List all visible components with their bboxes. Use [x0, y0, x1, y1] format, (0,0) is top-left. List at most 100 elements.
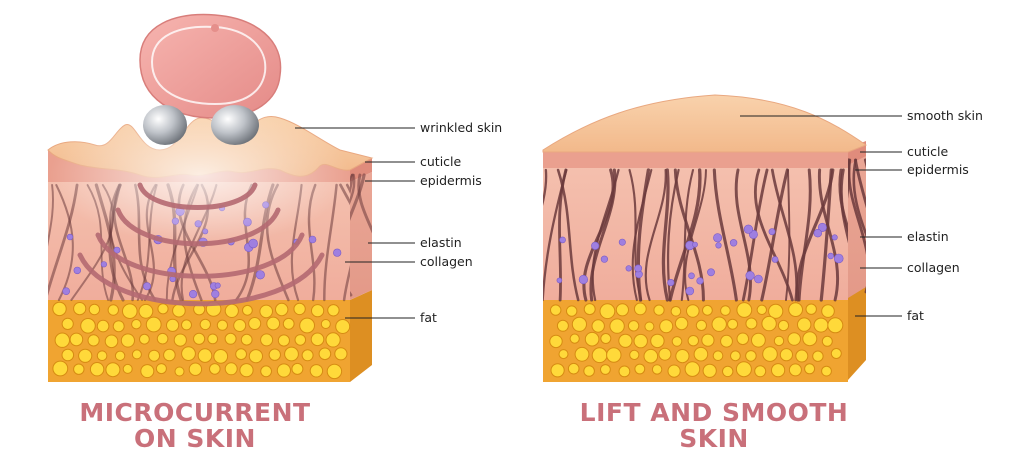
fat-globule: [736, 302, 753, 318]
elastin-dot: [715, 242, 722, 249]
collagen-fiber: [644, 168, 667, 302]
fat-globule: [727, 318, 739, 330]
label-cuticle-left: cuticle: [420, 154, 462, 169]
elastin-dot: [559, 236, 566, 244]
fat-globule: [213, 349, 229, 364]
elastin-dot: [214, 282, 221, 289]
fat-globule: [311, 304, 325, 318]
fat-globule: [643, 348, 659, 364]
left-title-line1: MICROCURRENT: [79, 398, 310, 427]
fat-globule: [768, 303, 784, 319]
fat-globule: [216, 319, 228, 331]
fat-globule: [69, 332, 84, 347]
fat-globule: [145, 316, 162, 333]
fat-globule: [695, 319, 708, 331]
elastin-dot: [578, 274, 589, 285]
fat-globule: [574, 346, 590, 362]
elastin-dot: [625, 265, 632, 272]
fat-globule: [633, 302, 647, 316]
elastin-dot: [211, 289, 220, 299]
right-title-line1: LIFT AND SMOOTH: [580, 398, 849, 427]
collagen-fiber: [636, 168, 651, 302]
fat-globule: [687, 335, 699, 347]
fat-globule: [556, 319, 569, 332]
fat-globule: [87, 334, 100, 347]
microcurrent-wave-arcs: [77, 182, 325, 307]
fat-globule: [670, 306, 682, 317]
elastin-dot: [62, 287, 70, 296]
collagen-fiber: [838, 168, 848, 233]
collagen-fiber: [819, 168, 833, 302]
fat-globule: [80, 318, 96, 334]
fat-globule: [139, 333, 150, 345]
collagen-fiber: [543, 168, 548, 206]
elastin-dot: [692, 241, 698, 248]
fat-globule: [745, 350, 757, 362]
elastin-dot: [600, 255, 609, 263]
fat-globule: [233, 319, 247, 332]
fat-globule: [730, 350, 741, 362]
left-fat-side: [350, 290, 372, 382]
fat-globule: [634, 363, 646, 375]
fat-globule: [777, 319, 790, 332]
fat-globule: [293, 302, 306, 316]
fat-globule: [702, 304, 713, 316]
fat-globule: [720, 305, 731, 316]
fat-globule: [325, 332, 341, 348]
fat-globule: [73, 363, 85, 375]
elastin-dot: [685, 286, 695, 296]
fat-globule: [131, 319, 142, 330]
collagen-fiber: [839, 168, 848, 244]
label-collagen-left: collagen: [420, 254, 473, 269]
label-fat-right: fat: [907, 308, 924, 323]
label-collagen-right: collagen: [907, 260, 960, 275]
fat-globule: [260, 365, 273, 378]
fat-globule: [299, 317, 316, 334]
elastin-dot: [833, 253, 844, 264]
fat-globule: [140, 364, 155, 379]
fat-globule: [702, 363, 717, 378]
fat-globule: [762, 346, 778, 362]
fat-globule: [114, 350, 126, 361]
elastin-dot: [556, 277, 563, 284]
collagen-fiber: [797, 168, 812, 302]
fat-globule: [583, 303, 596, 316]
fat-globule: [122, 363, 133, 374]
fat-globule: [181, 346, 196, 362]
fat-globule: [276, 363, 291, 378]
microcurrent-glow: [50, 105, 350, 245]
fat-globule: [671, 336, 683, 347]
fat-globule: [821, 304, 835, 318]
fat-globule: [720, 334, 733, 348]
elastin-dot: [745, 271, 755, 281]
fat-globule: [797, 317, 812, 332]
right-labels: smooth skin cuticle epidermis elastin co…: [740, 108, 983, 323]
fat-globule: [310, 332, 325, 347]
elastin-dot: [333, 248, 342, 257]
fat-globule: [166, 318, 180, 332]
fat-globule: [653, 304, 665, 316]
fat-globule: [618, 333, 633, 348]
fat-globule: [751, 332, 766, 348]
elastin-dot: [667, 279, 675, 287]
fat-globule: [788, 363, 802, 377]
fat-globule: [701, 333, 715, 347]
right-epidermis-band: [543, 150, 848, 168]
elastin-dot: [713, 233, 723, 243]
fat-globule: [591, 347, 608, 364]
fat-globule: [320, 319, 331, 329]
fat-globule: [259, 304, 274, 319]
collagen-fiber: [558, 168, 568, 302]
fat-globule: [550, 363, 565, 378]
fat-globule: [571, 316, 588, 332]
fat-globule: [96, 350, 108, 362]
collagen-fiber: [853, 158, 866, 294]
fat-globule: [606, 347, 622, 363]
fat-globule: [712, 350, 724, 362]
fat-globule: [148, 349, 161, 362]
fat-globule: [242, 304, 253, 316]
fat-globule: [802, 331, 818, 347]
fat-globule: [188, 362, 203, 376]
fat-globule: [294, 334, 307, 346]
elastin-dot: [831, 234, 838, 241]
